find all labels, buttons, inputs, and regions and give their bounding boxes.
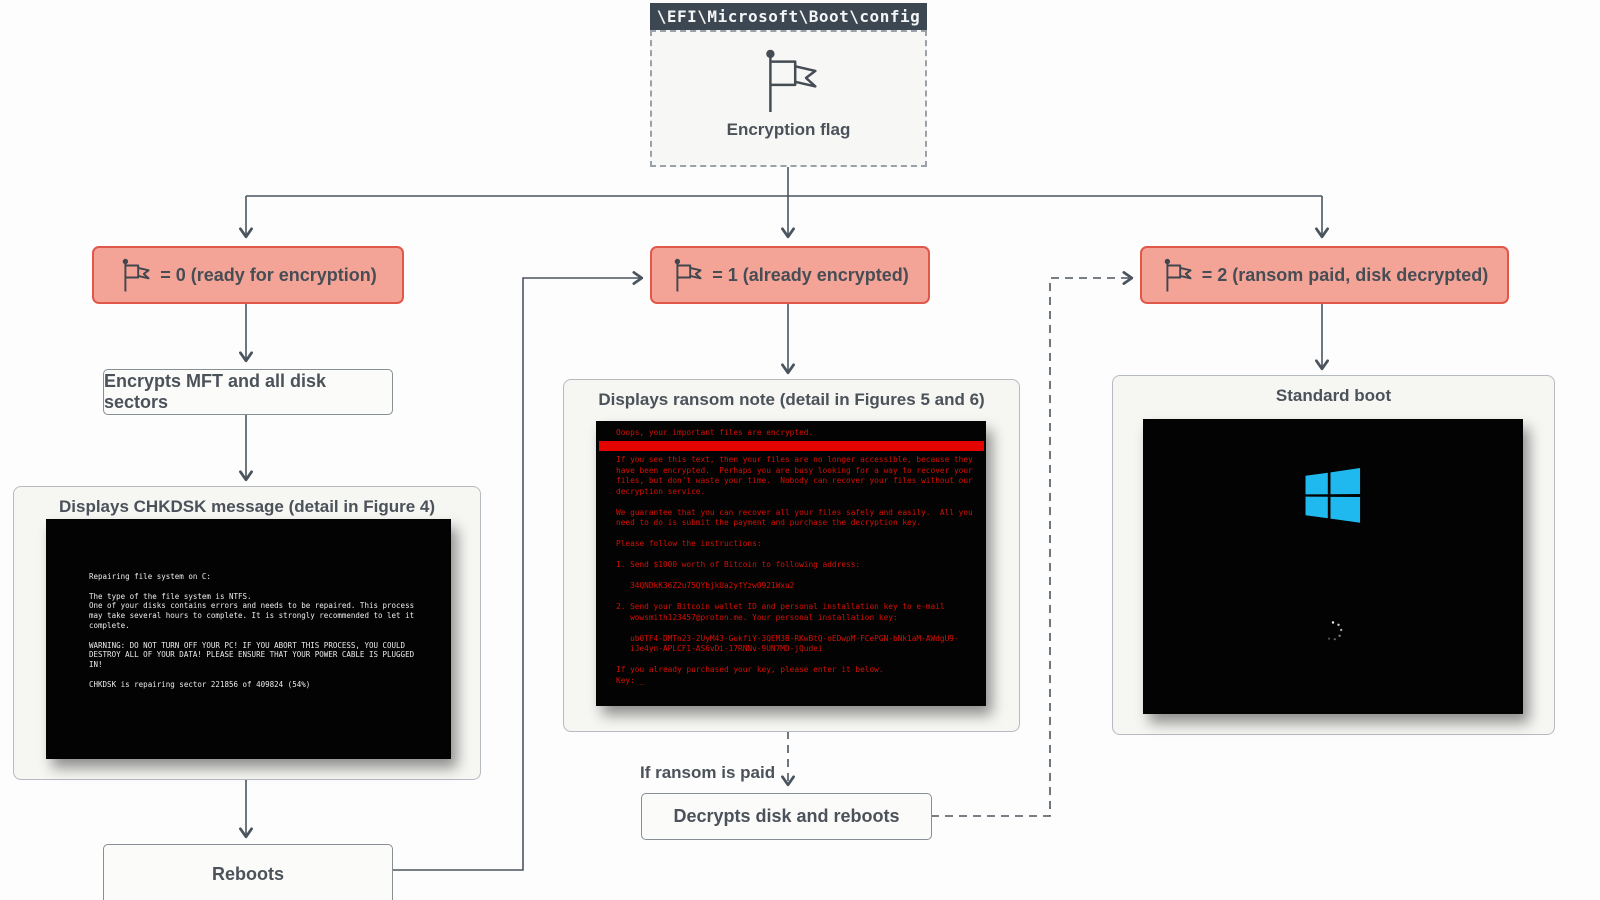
flag-icon xyxy=(674,258,702,291)
boot-spinner-icon xyxy=(1327,621,1343,641)
windows-boot-screen xyxy=(1143,419,1523,714)
flag-state-1: = 1 (already encrypted) xyxy=(650,246,930,304)
flag-state-2: = 2 (ransom paid, disk decrypted) xyxy=(1140,246,1509,304)
flag-state-1-label: = 1 (already encrypted) xyxy=(712,264,909,285)
efi-config-node: \EFI\Microsoft\Boot\config Encryption fl… xyxy=(650,3,927,167)
ransom-red-bar xyxy=(599,441,984,451)
windows-logo-icon xyxy=(1305,468,1361,523)
ransom-body-text: If you see this text, then your files ar… xyxy=(616,455,973,685)
chkdsk-terminal-text: Repairing file system on C: The type of … xyxy=(89,572,415,689)
flag-state-0-label: = 0 (ready for encryption) xyxy=(160,264,377,285)
flag-icon xyxy=(122,258,150,291)
flag-state-0: = 0 (ready for encryption) xyxy=(92,246,404,304)
flag-state-2-label: = 2 (ransom paid, disk decrypted) xyxy=(1201,264,1489,285)
ransom-note-title: Displays ransom note (detail in Figures … xyxy=(598,390,985,409)
flag-icon xyxy=(1164,258,1192,291)
efi-path-header: \EFI\Microsoft\Boot\config xyxy=(650,3,927,30)
encryption-flag-icon xyxy=(765,49,817,112)
if-ransom-paid-label: If ransom is paid xyxy=(640,763,776,782)
reboots-node: Reboots xyxy=(103,844,393,900)
encryption-flag-label: Encryption flag xyxy=(726,120,851,139)
ransom-headline: Ooops, your important files are encrypte… xyxy=(616,428,814,437)
ransom-note-screen: Ooops, your important files are encrypte… xyxy=(596,421,986,706)
chkdsk-title: Displays CHKDSK message (detail in Figur… xyxy=(59,497,435,516)
decrypts-reboots-node: Decrypts disk and reboots xyxy=(641,793,932,840)
standard-boot-container: Standard boot xyxy=(1112,375,1555,735)
chkdsk-screen: Repairing file system on C: The type of … xyxy=(46,519,451,759)
standard-boot-title: Standard boot xyxy=(1275,386,1392,405)
encrypts-mft-node: Encrypts MFT and all disk sectors xyxy=(103,369,393,415)
efi-body: Encryption flag xyxy=(650,30,927,167)
ransom-note-container: Displays ransom note (detail in Figures … xyxy=(563,379,1020,732)
chkdsk-container: Displays CHKDSK message (detail in Figur… xyxy=(13,486,481,780)
